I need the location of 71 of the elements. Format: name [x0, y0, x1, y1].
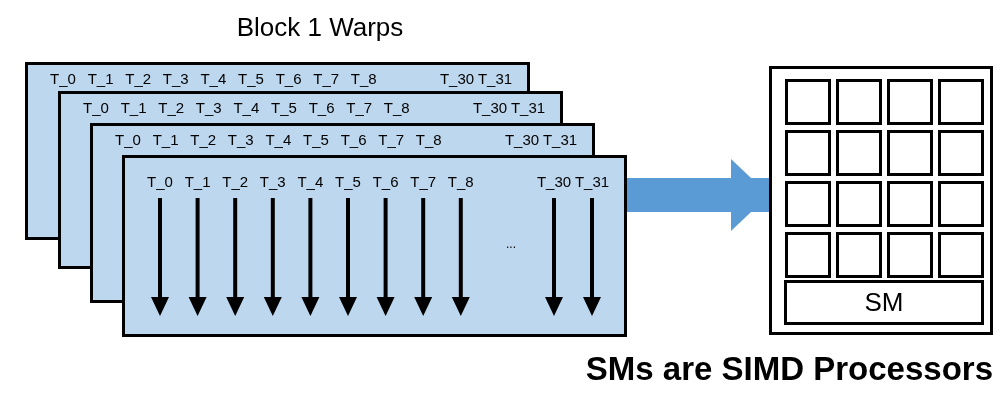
thread-label: T_6 [308, 100, 335, 116]
stack-heading: Block 1 Warps [235, 12, 405, 43]
thread-label: T_1 [120, 100, 147, 116]
core-cell [836, 181, 882, 227]
unit-label: SM [864, 287, 904, 318]
core-cell [938, 181, 984, 227]
core-cell [785, 232, 831, 278]
thread-label: T_31 [477, 71, 513, 87]
core-cell [938, 79, 984, 125]
warp-card [25, 62, 530, 91]
ellipsis: ... [506, 236, 516, 252]
thread-label: T_30 [439, 71, 475, 87]
thread-label: T_3 [259, 174, 286, 190]
thread-label: T_3 [227, 132, 254, 148]
core-cell [887, 130, 933, 176]
core-cell [938, 232, 984, 278]
caption: SMs are SIMD Processors [585, 350, 993, 388]
thread-label: T_31 [542, 132, 578, 148]
core-cell [836, 79, 882, 125]
thread-label: T_6 [275, 71, 302, 87]
sm-frame [769, 66, 993, 335]
thread-label: T_5 [335, 174, 361, 190]
thread-label: T_7 [346, 100, 373, 116]
block-arrow [627, 159, 769, 231]
core-cell [887, 232, 933, 278]
thread-label: T_7 [378, 132, 405, 148]
thread-label: T_1 [184, 174, 211, 190]
warp-card [58, 91, 563, 123]
thread-label: T_8 [383, 100, 410, 116]
thread-label: T_0 [50, 71, 76, 87]
thread-label: T_2 [190, 132, 217, 148]
thread-label: T_1 [87, 71, 114, 87]
thread-label: T_5 [271, 100, 297, 116]
warp-card [90, 123, 595, 155]
thread-label: T_3 [162, 71, 189, 87]
thread-label: T_4 [297, 174, 324, 190]
thread-label: T_31 [574, 174, 610, 190]
thread-label: T_5 [238, 71, 264, 87]
core-cell [785, 181, 831, 227]
thread-label: T_2 [222, 174, 249, 190]
thread-label: T_0 [147, 174, 173, 190]
thread-label: T_30 [536, 174, 572, 190]
core-cell [836, 232, 882, 278]
thread-label: T_2 [125, 71, 152, 87]
thread-label: T_7 [410, 174, 437, 190]
thread-label: T_8 [447, 174, 474, 190]
thread-label: T_4 [200, 71, 227, 87]
warp-card [122, 155, 627, 337]
thread-label: T_6 [372, 174, 399, 190]
thread-label: T_2 [158, 100, 185, 116]
thread-label: T_3 [195, 100, 222, 116]
thread-label: T_7 [313, 71, 340, 87]
core-cell [887, 79, 933, 125]
thread-label: T_31 [510, 100, 546, 116]
thread-label: T_8 [415, 132, 442, 148]
thread-label: T_30 [472, 100, 508, 116]
core-cell [785, 79, 831, 125]
sm-bar [784, 280, 984, 325]
thread-label: T_1 [152, 132, 179, 148]
thread-label: T_5 [303, 132, 329, 148]
core-cell [938, 130, 984, 176]
thread-label: T_6 [340, 132, 367, 148]
thread-label: T_0 [115, 132, 141, 148]
thread-label: T_4 [265, 132, 292, 148]
core-cell [836, 130, 882, 176]
core-cell [785, 130, 831, 176]
core-cell [887, 181, 933, 227]
thread-label: T_0 [83, 100, 109, 116]
thread-label: T_8 [350, 71, 377, 87]
thread-label: T_4 [233, 100, 260, 116]
thread-label: T_30 [504, 132, 540, 148]
